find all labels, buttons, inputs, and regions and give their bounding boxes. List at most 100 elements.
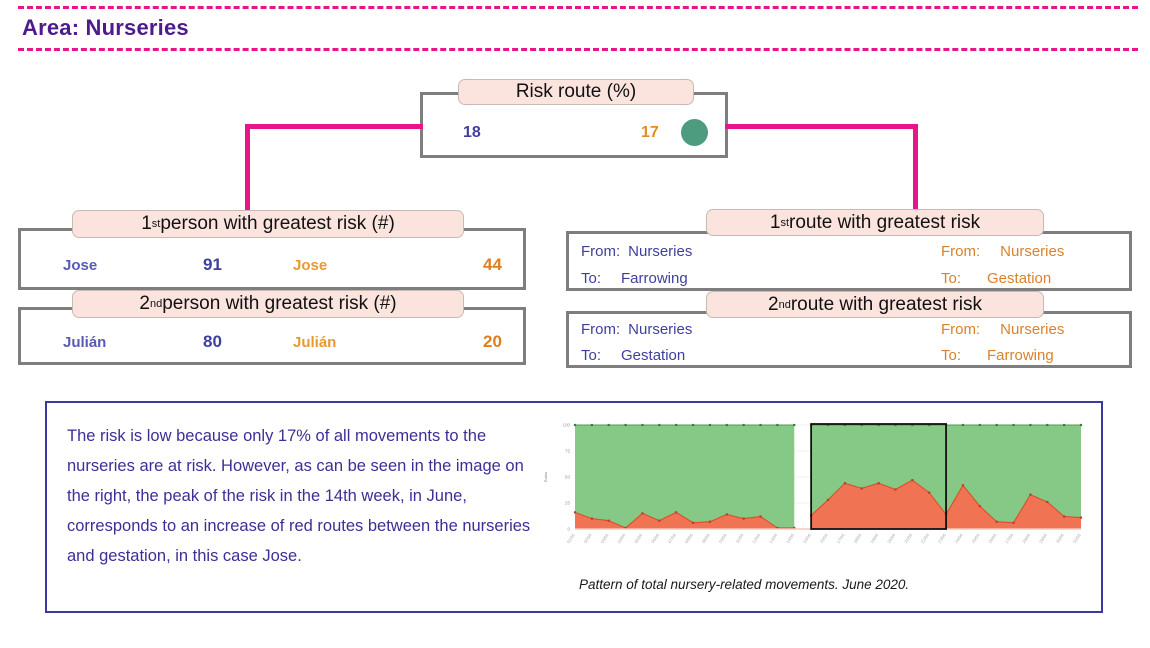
connector-right-horizontal: [725, 124, 918, 129]
person-1-row: Jose 91 Jose 44: [21, 231, 523, 287]
route-2-blue-from-value: Nurseries: [628, 321, 693, 338]
person-1-tab-text: person with greatest risk (#): [160, 213, 395, 234]
route-2-orange-to-label: To:: [941, 347, 962, 364]
route-2-blue-to-value: Gestation: [621, 347, 686, 364]
risk-route-tab-label: Risk route (%): [458, 79, 694, 105]
status-dot-icon: [681, 119, 708, 146]
person-2-orange-value: 20: [483, 332, 502, 351]
svg-text:25/06: 25/06: [971, 532, 981, 544]
svg-text:Rutas: Rutas: [543, 472, 548, 482]
svg-text:15/06: 15/06: [802, 532, 812, 544]
person-2-tab-text: person with greatest risk (#): [162, 293, 397, 314]
route-1-box: From: Nurseries To: Farrowing From: Nurseri…: [566, 231, 1132, 291]
connector-left-horizontal: [245, 124, 423, 129]
svg-text:22/06: 22/06: [920, 532, 930, 544]
route-2-ordinal: 2: [768, 293, 779, 315]
route-1-orange-from: From: Nurseries: [941, 243, 1064, 260]
route-1-orange-to: To: Gestation: [941, 270, 1051, 287]
svg-text:27/06: 27/06: [1004, 532, 1014, 544]
person-1-blue-value: 91: [203, 255, 222, 274]
person-2-row: Julián 80 Julián 20: [21, 310, 523, 362]
risk-route-tab-text: Risk route (%): [515, 81, 637, 102]
svg-text:17/06: 17/06: [836, 532, 846, 544]
svg-text:11/06: 11/06: [735, 532, 745, 544]
svg-text:04/06: 04/06: [616, 532, 626, 544]
svg-text:02/06: 02/06: [583, 532, 593, 544]
svg-text:16/06: 16/06: [819, 532, 829, 544]
person-1-orange-value: 44: [483, 255, 502, 274]
route-2-blue-from: From: Nurseries: [581, 321, 692, 338]
person-2-orange-name: Julián: [293, 334, 337, 351]
svg-text:28/06: 28/06: [1021, 532, 1031, 544]
person-2-blue-value: 80: [203, 332, 222, 351]
person-1-orange-name: Jose: [293, 257, 328, 274]
route-1-blue-from-label: From:: [581, 243, 621, 260]
route-1-blue-from: From: Nurseries: [581, 243, 692, 260]
connector-right-vertical: [913, 124, 918, 216]
svg-text:75: 75: [565, 449, 571, 454]
svg-text:18/06: 18/06: [852, 532, 862, 544]
route-1-blue-to: To: Farrowing: [581, 270, 688, 287]
route-2-orange-from-label: From:: [941, 321, 981, 338]
summary-text: The risk is low because only 17% of all …: [67, 421, 537, 571]
route-1-orange-to-value: Gestation: [987, 270, 1052, 287]
risk-route-value-orange: 17: [641, 124, 659, 141]
summary-panel: The risk is low because only 17% of all …: [45, 401, 1103, 613]
person-2-blue-name: Julián: [63, 334, 107, 351]
svg-text:12/06: 12/06: [751, 532, 761, 544]
route-1-blue-from-value: Nurseries: [628, 243, 693, 260]
header-rule-bottom: [18, 48, 1138, 51]
svg-text:23/06: 23/06: [937, 532, 947, 544]
svg-text:19/06: 19/06: [869, 532, 879, 544]
route-2-tab-text: route with greatest risk: [790, 293, 982, 315]
svg-text:25: 25: [565, 501, 571, 506]
route-1-blue-to-label: To:: [581, 270, 602, 287]
header-rule-top: [18, 6, 1138, 9]
svg-text:06/06: 06/06: [650, 532, 660, 544]
page-header: Area: Nurseries: [0, 6, 1150, 62]
summary-paragraph: The risk is low because only 17% of all …: [67, 427, 531, 565]
route-1-ordinal: 1: [769, 211, 781, 233]
route-2-orange-from: From: Nurseries: [941, 321, 1064, 338]
svg-text:10/06: 10/06: [718, 532, 728, 544]
route-2-blue-from-label: From:: [581, 321, 621, 338]
svg-text:30/06: 30/06: [1055, 532, 1065, 544]
route-2-blue-to-label: To:: [581, 347, 602, 364]
route-2-orange-to: To: Farrowing: [941, 347, 1054, 364]
route-1-orange-from-value: Nurseries: [1000, 243, 1065, 260]
person-2-ordinal: 2: [139, 293, 150, 314]
svg-text:08/06: 08/06: [684, 532, 694, 544]
risk-route-value-blue: 18: [463, 124, 481, 141]
svg-text:14/06: 14/06: [785, 532, 795, 544]
svg-text:26/06: 26/06: [987, 532, 997, 544]
svg-text:01/06: 01/06: [566, 532, 576, 544]
chart-caption: Pattern of total nursery-related movemen…: [579, 577, 910, 592]
route-1-orange-to-label: To:: [941, 270, 962, 287]
svg-text:100: 100: [562, 423, 570, 428]
svg-text:20/06: 20/06: [886, 532, 896, 544]
svg-text:13/06: 13/06: [768, 532, 778, 544]
svg-text:50: 50: [565, 475, 571, 480]
route-1-blue-to-value: Farrowing: [621, 270, 688, 287]
svg-text:03/06: 03/06: [599, 532, 609, 544]
person-1-ordinal: 1: [141, 213, 152, 234]
svg-text:29/06: 29/06: [1038, 532, 1048, 544]
connector-left-vertical: [245, 124, 250, 216]
svg-text:0: 0: [567, 527, 570, 532]
svg-text:24/06: 24/06: [954, 532, 964, 544]
svg-text:05/06: 05/06: [633, 532, 643, 544]
route-2-orange-from-value: Nurseries: [1000, 321, 1065, 338]
route-1-orange-from-label: From:: [941, 243, 981, 260]
route-2-orange-to-value: Farrowing: [987, 347, 1054, 364]
route-2-blue-to: To: Gestation: [581, 347, 685, 364]
svg-text:07/06: 07/06: [667, 532, 677, 544]
page-title: Area: Nurseries: [22, 15, 189, 40]
route-1-tab-text: route with greatest risk: [789, 211, 981, 233]
person-1-blue-name: Jose: [63, 257, 98, 274]
route-2-box: From: Nurseries To: Gestation From: Nurseri…: [566, 311, 1132, 368]
